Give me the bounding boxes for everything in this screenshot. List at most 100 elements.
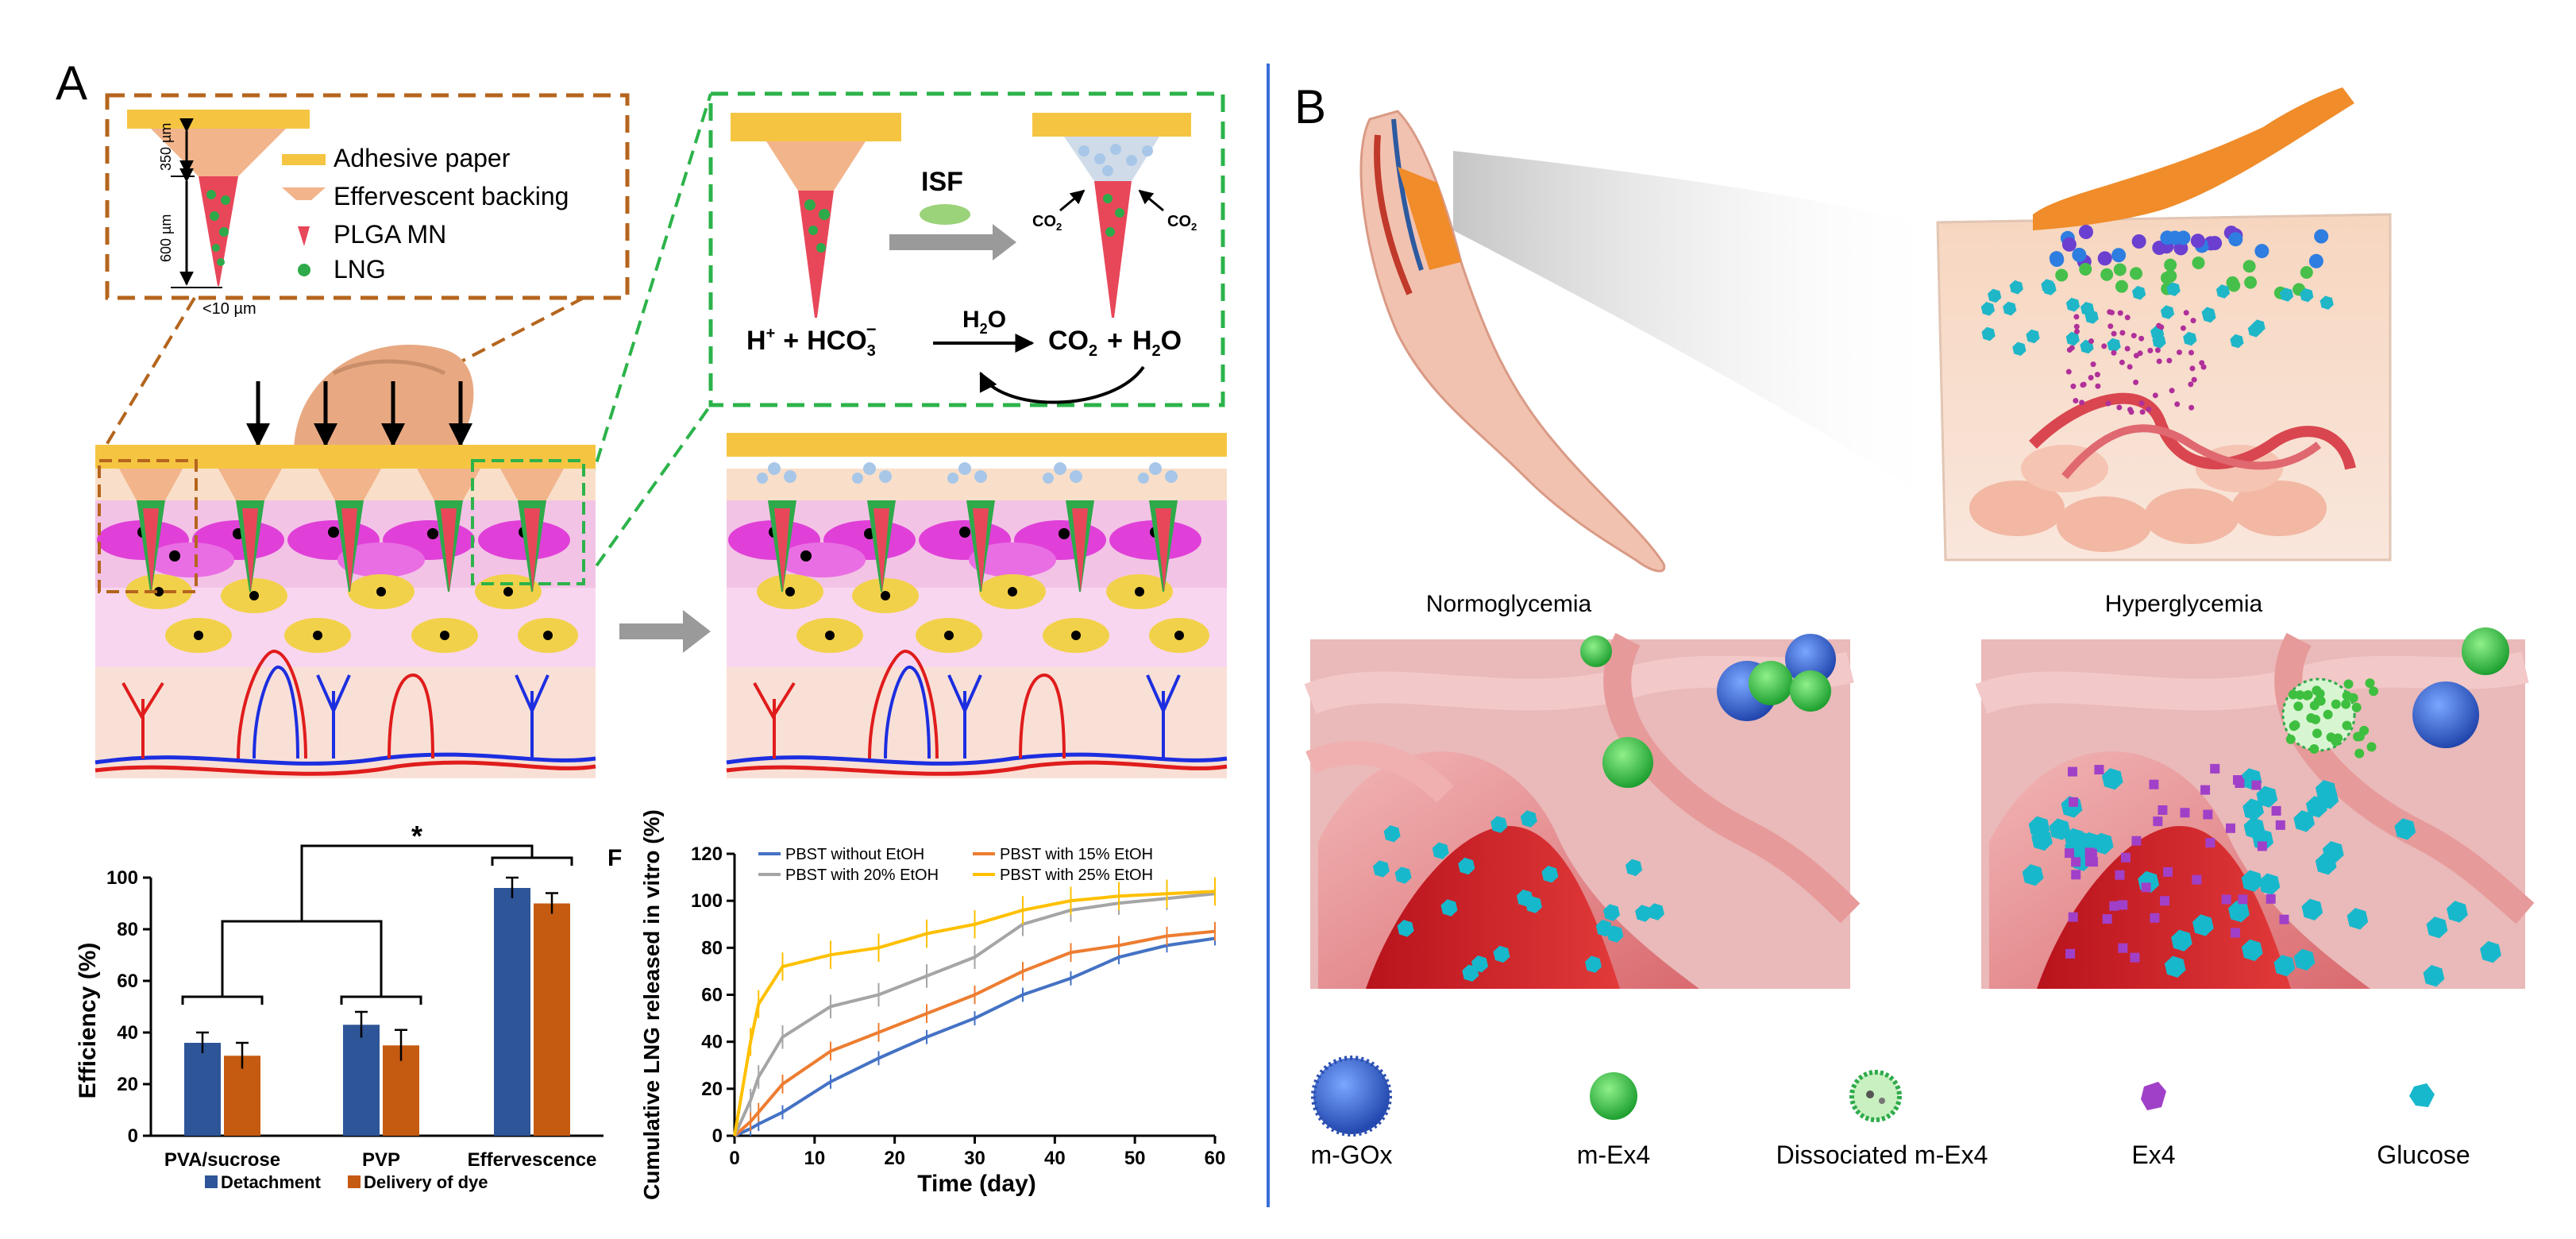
glucose-particle: [2241, 870, 2263, 892]
dissociated-particle: [2313, 696, 2323, 706]
ex4-particle: [2119, 359, 2125, 365]
ex4-particle: [2118, 943, 2128, 953]
glucose-particle: [2202, 308, 2216, 323]
press-arrows: [246, 381, 472, 447]
dissociated-particle: [2366, 742, 2377, 752]
reactants-label: H++HCO3−: [746, 319, 877, 360]
ex4-particle: [2149, 779, 2159, 789]
ex4-particle: [2065, 848, 2075, 859]
glucose-particle: [2273, 955, 2296, 977]
nanoparticle: [2254, 244, 2269, 259]
ex4-particle: [2067, 766, 2077, 777]
ex4-particle: [2166, 357, 2173, 364]
nanoparticle: [2061, 237, 2077, 252]
bar: [494, 888, 530, 1136]
glucose-particle: [1440, 899, 1458, 917]
glucose-particle: [2164, 955, 2186, 978]
reaction-needle-right: [1032, 113, 1191, 318]
line-chart-letter: F: [607, 845, 622, 871]
significance-star: *: [411, 820, 422, 852]
legend-label-detachment: Detachment: [221, 1172, 322, 1192]
glucose-particle: [2026, 329, 2040, 344]
nanoparticle: [2115, 280, 2128, 293]
bar-chart-ytick-label: 100: [106, 867, 138, 889]
line-legend-label: PBST without EtOH: [785, 846, 924, 863]
ex4-particle: [2160, 896, 2170, 906]
dissociated-particle: [2354, 748, 2365, 758]
line-chart-ytick-label: 100: [691, 890, 723, 912]
glucose-particle: [2315, 853, 2337, 875]
glucose-particle: [2230, 334, 2244, 349]
microneedle-schematic: 350 µm 600 µm <10 µm: [127, 110, 310, 318]
hyperglycemia-scene: [1975, 627, 2535, 989]
nanoparticle: [2164, 269, 2177, 283]
reaction-box: [708, 91, 1225, 407]
glucose-particle: [2315, 780, 2337, 802]
line-chart-ytick-label: 40: [701, 1032, 723, 1053]
ex4-particle: [2205, 838, 2215, 848]
ex4-particle: [2180, 808, 2190, 818]
ex4-particle: [2158, 324, 2165, 330]
ex4-particle: [2188, 381, 2194, 388]
ex4-particle: [2210, 763, 2220, 774]
ex4-particle: [2094, 372, 2100, 378]
glucose-particle: [2293, 810, 2315, 832]
nanoparticle: [2072, 247, 2087, 262]
ex4-particle: [2088, 338, 2095, 345]
dissociated-particle: [2312, 685, 2322, 696]
bar: [184, 1043, 221, 1136]
ex4-particle: [2235, 778, 2245, 789]
legend-label-dye: Delivery of dye: [364, 1172, 488, 1192]
ex4-particle: [2176, 349, 2182, 356]
box-particles: [1980, 225, 2334, 415]
bar-chart-ytick-label: 80: [117, 919, 138, 940]
ex4-particle: [2169, 388, 2175, 394]
ex4-particle: [2152, 392, 2158, 399]
ex4-particle: [2066, 347, 2073, 353]
legend-effervescent-backing: Effervescent backing: [334, 182, 569, 210]
bar: [343, 1025, 380, 1136]
legend-swatch-dye: [348, 1175, 361, 1188]
bar-chart-ytick-label: 40: [117, 1022, 138, 1044]
ex4-particle: [2163, 867, 2173, 877]
line-chart-xtick-label: 10: [804, 1148, 825, 1169]
line-chart-ylabel: Cumulative LNG released in vitro (%): [639, 809, 664, 1200]
legend-items: Adhesive paper Effervescent backing PLGA…: [282, 144, 569, 284]
glucose-particle: [1372, 860, 1390, 878]
normo-glucose-particles: [1372, 810, 1664, 982]
glucose-particle: [1603, 904, 1620, 921]
ex4-particle: [2133, 353, 2139, 359]
glucose-particle: [2228, 901, 2250, 923]
ex4-particle: [2073, 398, 2079, 404]
legend-m-gox: m-GOx: [1310, 1141, 1392, 1169]
ex4-particle: [2105, 400, 2111, 407]
dissociated-particle: [2295, 690, 2305, 701]
dissociated-particle: [2342, 690, 2352, 701]
ex4-particle: [2146, 406, 2152, 412]
bar-chart-ytick-label: 60: [117, 971, 138, 992]
ex4-particle: [2120, 852, 2131, 863]
isf-label: ISF: [921, 167, 963, 197]
glucose-particle: [2301, 898, 2323, 921]
bar-chart-ytick-label: 20: [117, 1074, 138, 1095]
co2-left-label: CO2: [1032, 213, 1062, 233]
dissociated-particle: [2288, 689, 2298, 700]
glucose-particle: [2241, 939, 2263, 962]
dissociated-particle: [2311, 714, 2321, 724]
glucose-particle: [2480, 940, 2501, 963]
bar-chart-ytick-label: 0: [128, 1125, 138, 1147]
m-ex4-icon: [1590, 1072, 1637, 1120]
line-chart-xtick-label: 0: [729, 1148, 739, 1169]
dissociated-particle: [2341, 699, 2351, 709]
glucose-particle: [2009, 280, 2023, 295]
patch-right-detached: [727, 433, 1227, 592]
dissociated-m-ex4-icon: [1849, 1070, 1902, 1122]
nanoparticle: [2242, 260, 2256, 273]
line-legend-label: PBST with 20% EtOH: [785, 867, 939, 884]
glucose-particle: [2306, 796, 2327, 818]
glucose-particle: [2293, 948, 2316, 971]
ex4-particle: [2070, 383, 2077, 389]
line-legend-label: PBST with 15% EtOH: [1000, 846, 1153, 863]
ex4-particle: [2109, 901, 2119, 911]
ex4-particle: [2101, 343, 2107, 349]
